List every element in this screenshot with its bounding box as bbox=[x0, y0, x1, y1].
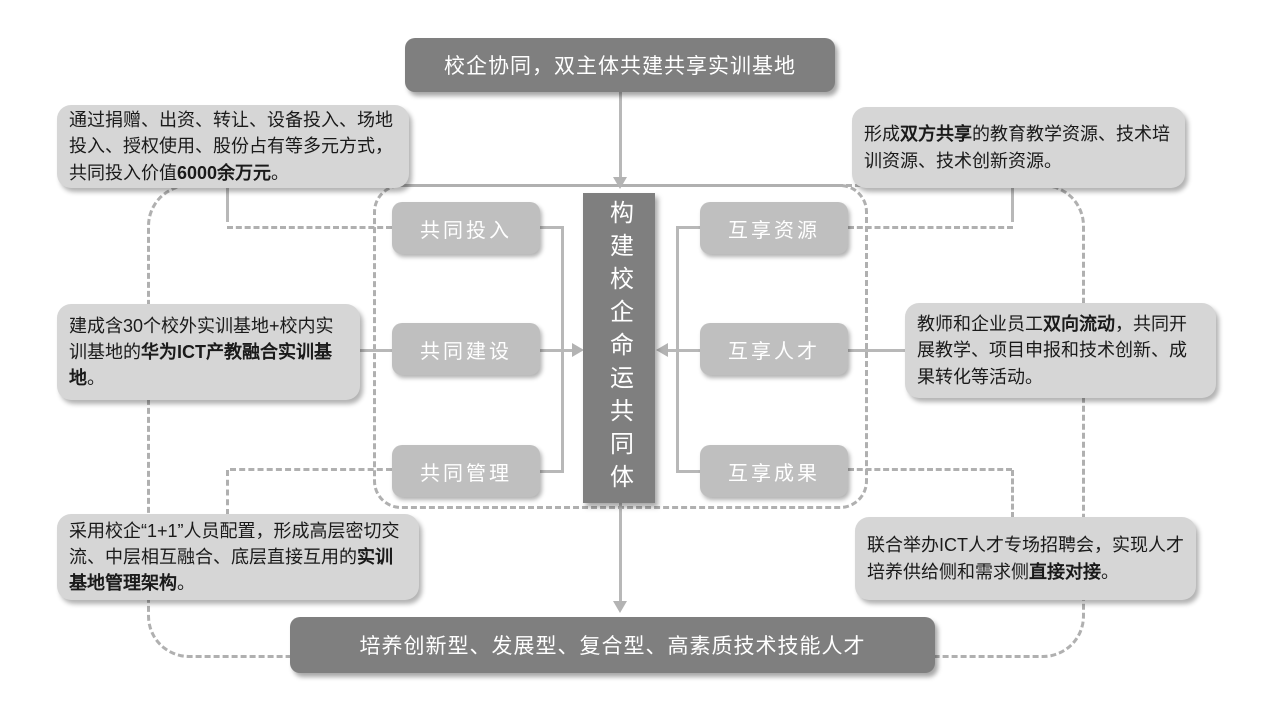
top-banner: 校企协同，双主体共建共享实训基地 bbox=[405, 38, 835, 92]
right-bracket-mid-line bbox=[666, 349, 700, 352]
note-bottom-right: 联合举办ICT人才专场招聘会，实现人才培养供给侧和需求侧直接对接。 bbox=[855, 517, 1196, 600]
left-box-joint-management: 共同管理 bbox=[392, 445, 540, 497]
connector-bottom-arrow-line bbox=[619, 503, 622, 602]
connector-bottomleft-vertical bbox=[226, 470, 229, 515]
connector-topright-vertical bbox=[1011, 188, 1014, 222]
right-bracket-bottom-line bbox=[676, 470, 700, 473]
right-box-shared-talent: 互享人才 bbox=[700, 323, 848, 375]
connector-topleft-horizontal bbox=[227, 226, 392, 229]
right-box-shared-achievements: 互享成果 bbox=[700, 445, 848, 497]
arrow-down-icon bbox=[613, 177, 627, 189]
left-bracket-bottom-line bbox=[540, 470, 564, 473]
note-top-left: 通过捐赠、出资、转让、设备投入、场地投入、授权使用、股份占有等多元方式，共同投入… bbox=[57, 105, 409, 188]
connector-topright-horizontal bbox=[848, 226, 1013, 229]
right-bracket-top-line bbox=[676, 226, 700, 229]
connector-bottomright-vertical bbox=[1011, 470, 1014, 518]
note-text: 联合举办ICT人才专场招聘会，实现人才培养供给侧和需求侧直接对接。 bbox=[867, 535, 1184, 582]
connector-midleft-line bbox=[358, 349, 392, 352]
connector-bottomleft-horizontal bbox=[230, 468, 392, 471]
arrow-down-icon bbox=[613, 601, 627, 613]
left-bracket-top-line bbox=[540, 226, 564, 229]
connector-topleft-vertical bbox=[226, 188, 229, 222]
note-text: 建成含30个校外实训基地+校内实训基地的华为ICT产教融合实训基地。 bbox=[69, 315, 334, 389]
center-goal-box: 构建校企命运共同体 bbox=[583, 193, 655, 503]
note-text: 形成双方共享的教育教学资源、技术培训资源、技术创新资源。 bbox=[864, 124, 1170, 171]
connector-bottomright-horizontal bbox=[848, 468, 1012, 471]
connector-midright-line bbox=[848, 349, 905, 352]
note-text: 采用校企“1+1”人员配置，形成高层密切交流、中层相互融合、底层直接互用的实训基… bbox=[69, 520, 400, 594]
note-text: 通过捐赠、出资、转让、设备投入、场地投入、授权使用、股份占有等多元方式，共同投入… bbox=[69, 110, 393, 183]
note-mid-right: 教师和企业员工双向流动，共同开展教学、项目申报和技术创新、成果转化等活动。 bbox=[905, 303, 1216, 398]
note-mid-left: 建成含30个校外实训基地+校内实训基地的华为ICT产教融合实训基地。 bbox=[57, 304, 360, 400]
left-bracket-mid-line bbox=[540, 349, 574, 352]
arrow-right-icon bbox=[572, 343, 584, 357]
left-box-joint-construction: 共同建设 bbox=[392, 323, 540, 375]
connector-top-arrow-line bbox=[619, 92, 622, 178]
note-top-right: 形成双方共享的教育教学资源、技术培训资源、技术创新资源。 bbox=[852, 107, 1185, 188]
arrow-left-icon bbox=[656, 343, 668, 357]
bottom-banner: 培养创新型、发展型、复合型、高素质技术技能人才 bbox=[290, 617, 935, 673]
right-box-shared-resources: 互享资源 bbox=[700, 202, 848, 254]
left-box-joint-investment: 共同投入 bbox=[392, 202, 540, 254]
note-bottom-left: 采用校企“1+1”人员配置，形成高层密切交流、中层相互融合、底层直接互用的实训基… bbox=[57, 514, 419, 600]
note-text: 教师和企业员工双向流动，共同开展教学、项目申报和技术创新、成果转化等活动。 bbox=[917, 314, 1187, 387]
